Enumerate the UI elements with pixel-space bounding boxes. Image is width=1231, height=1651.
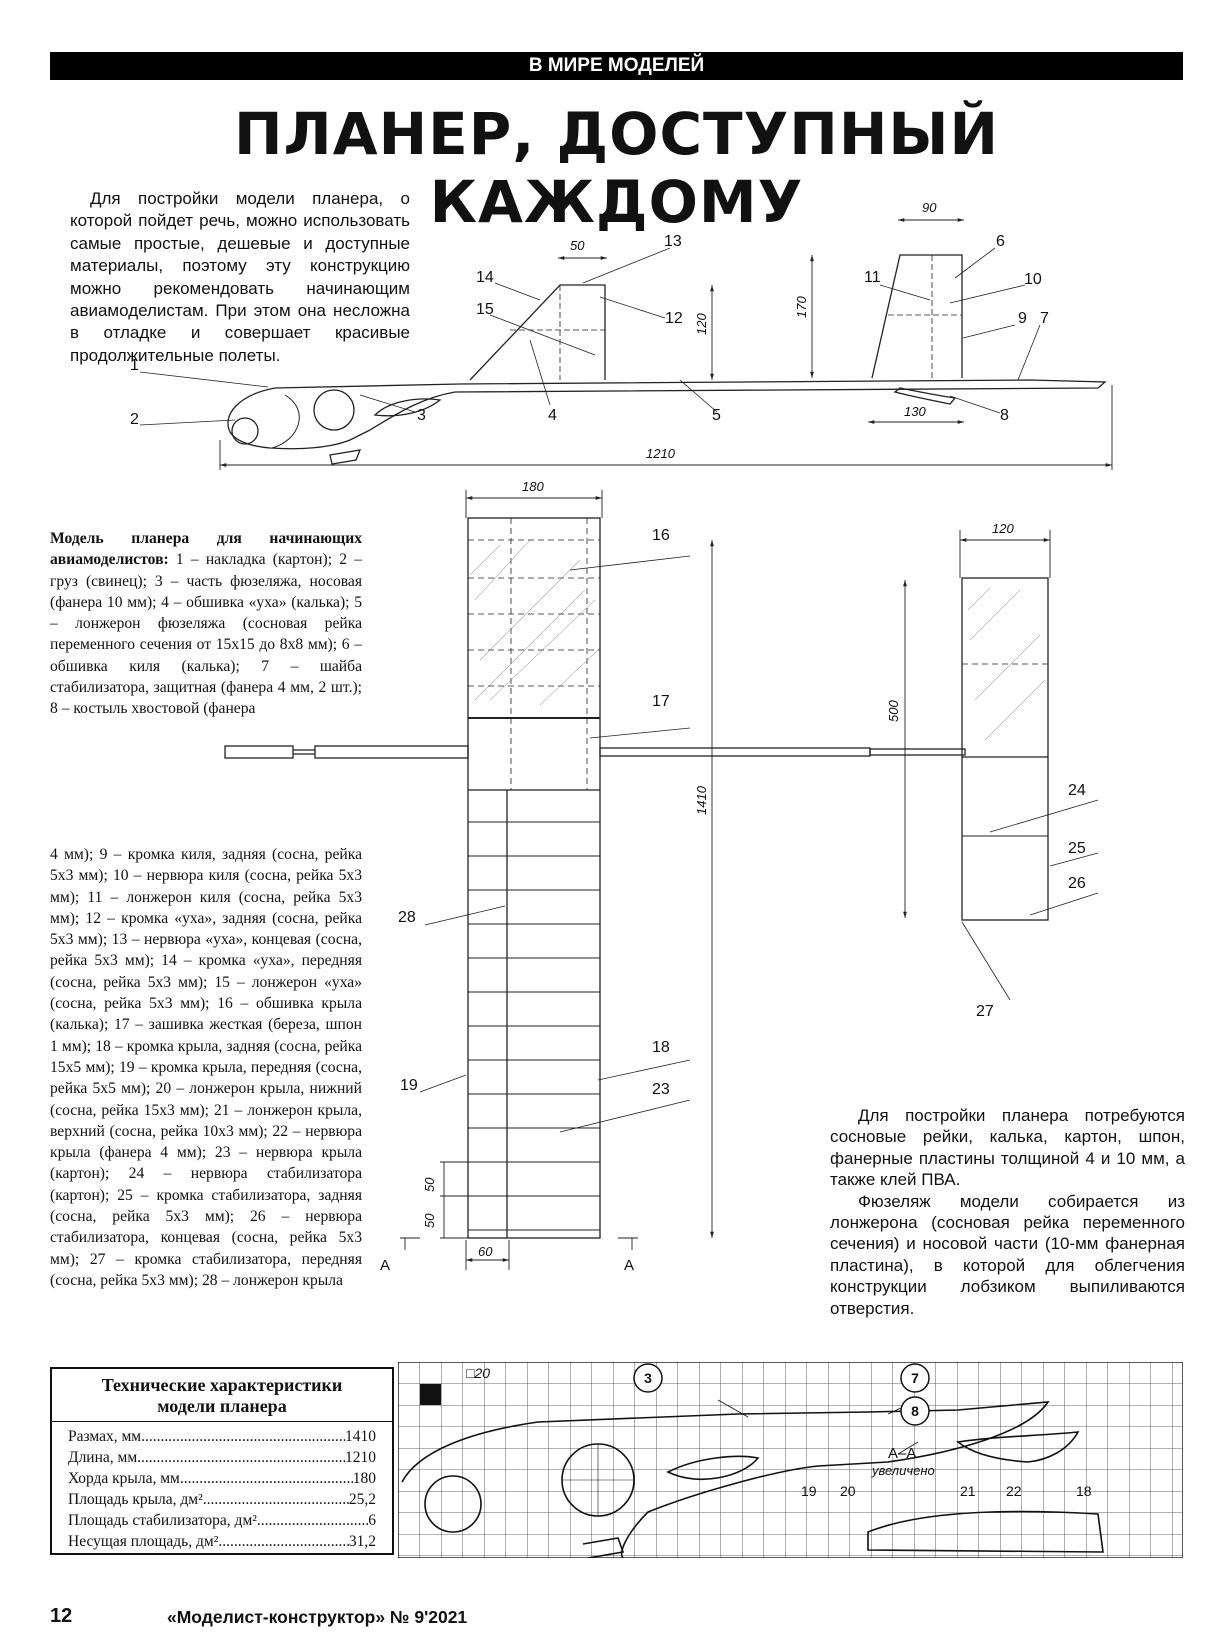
label-18: 18 xyxy=(652,1039,670,1056)
label-23: 23 xyxy=(652,1081,670,1098)
intro-paragraph: Для постройки модели планера, о которой … xyxy=(70,189,410,365)
template-label-8: 8 xyxy=(911,1403,919,1419)
dim-stab-chord: 120 xyxy=(992,521,1014,536)
label-26: 26 xyxy=(1068,875,1086,892)
specs-title: Технические характеристики модели планер… xyxy=(52,1369,392,1422)
spec-row-span: Размах, мм 1410 xyxy=(52,1426,392,1447)
specs-title-line1: Технические характеристики xyxy=(101,1375,343,1395)
page-number: 12 xyxy=(50,1605,73,1627)
label-16: 16 xyxy=(652,527,670,544)
wing-ribs xyxy=(468,821,600,1231)
label-10: 10 xyxy=(1024,271,1042,288)
caption-title: Модель планера для начинающих авиамодели… xyxy=(50,530,362,569)
label-11: 11 xyxy=(864,269,881,286)
circled-labels xyxy=(633,1363,930,1426)
label-13: 13 xyxy=(664,233,682,250)
dim-span: 1410 xyxy=(694,785,709,815)
section-note: увеличено xyxy=(871,1463,935,1478)
fuselage-top-view xyxy=(224,745,966,759)
section-label-22: 22 xyxy=(1006,1483,1022,1499)
dim-ear-width: 50 xyxy=(570,238,585,253)
label-25: 25 xyxy=(1068,840,1086,857)
specs-title-line2: модели планера xyxy=(157,1396,287,1416)
figure-caption-continued: 4 мм); 9 – кромка киля, задняя (сосна, р… xyxy=(50,846,362,1289)
label-4: 4 xyxy=(548,407,557,424)
spec-row-wing-area: Площадь крыла, дм² 25,2 xyxy=(52,1489,392,1510)
label-17: 17 xyxy=(652,693,670,710)
wing-plan xyxy=(467,517,601,1239)
section-label-20: 20 xyxy=(840,1483,856,1499)
grid-scale-square xyxy=(420,1384,441,1405)
dim-fin-height: 170 xyxy=(794,296,809,318)
magazine-name: «Моделист-конструктор» № 9'2021 xyxy=(167,1607,468,1627)
label-19: 19 xyxy=(400,1077,418,1094)
dim-ear-height: 120 xyxy=(694,313,709,335)
grid-scale-note: □20 xyxy=(466,1365,490,1381)
section-label-19: 19 xyxy=(801,1483,817,1499)
dim-wing-chord: 180 xyxy=(522,479,544,494)
label-1: 1 xyxy=(130,357,139,374)
dim-rib-step-1: 50 xyxy=(422,1177,437,1192)
body-paragraph-1: Для постройки планера потребуются соснов… xyxy=(830,1106,1185,1190)
label-15: 15 xyxy=(476,301,494,318)
side-view-ear xyxy=(469,284,606,381)
spec-row-chord: Хорда крыла, мм 180 xyxy=(52,1468,392,1489)
dim-fin-base: 130 xyxy=(904,404,926,419)
label-27: 27 xyxy=(976,1003,994,1020)
spec-row-stab-area: Площадь стабилизатора, дм² 6 xyxy=(52,1510,392,1531)
template-label-7: 7 xyxy=(911,1370,919,1386)
figure-caption: Модель планера для начинающих авиамодели… xyxy=(50,528,362,720)
dim-length: 1210 xyxy=(646,446,676,461)
section-label-21: 21 xyxy=(960,1483,976,1499)
label-14: 14 xyxy=(476,269,494,286)
section-label-18: 18 xyxy=(1076,1483,1092,1499)
spec-row-length: Длина, мм 1210 xyxy=(52,1447,392,1468)
label-7: 7 xyxy=(1040,310,1049,327)
spec-row-total-area: Несущая площадь, дм² 31,2 xyxy=(52,1531,392,1552)
label-24: 24 xyxy=(1068,782,1086,799)
label-12: 12 xyxy=(665,310,683,327)
label-8: 8 xyxy=(1000,407,1009,424)
tech-specs-box: Технические характеристики модели планер… xyxy=(50,1367,394,1555)
section-header-bar: В МИРЕ МОДЕЛЕЙ xyxy=(50,52,1183,80)
dim-rib-step-2: 50 xyxy=(422,1213,437,1228)
dim-stab-half-span: 500 xyxy=(886,700,901,722)
template-label-3: 3 xyxy=(644,1370,652,1386)
template-grid-drawing: 3 7 8 □20 А–А увеличено 19 20 21 22 18 xyxy=(398,1362,1183,1558)
dim-fin-width: 90 xyxy=(922,200,937,215)
label-6: 6 xyxy=(996,233,1005,250)
dim-spar-offset: 60 xyxy=(478,1244,493,1259)
article-title: ПЛАНЕР, ДОСТУПНЫЙ КАЖДОМУ xyxy=(233,100,1000,236)
label-5: 5 xyxy=(712,407,721,424)
glider-drawing: 1 2 3 4 5 6 7 8 9 10 11 12 13 14 15 16 1… xyxy=(130,200,1113,1274)
section-title: А–А xyxy=(888,1445,916,1462)
caption-text-part1: 1 – накладка (картон); 2 – груз (свинец)… xyxy=(50,551,362,718)
label-9: 9 xyxy=(1018,310,1027,327)
stabilizer-plan xyxy=(961,577,1049,921)
section-mark-right: А xyxy=(624,1257,634,1274)
label-3: 3 xyxy=(417,407,426,424)
label-2: 2 xyxy=(130,411,139,428)
body-text: Для постройки планера потребуются соснов… xyxy=(830,1105,1185,1319)
label-28: 28 xyxy=(398,909,416,926)
side-view-fin xyxy=(871,254,963,405)
section-mark-left: А xyxy=(380,1257,390,1274)
body-paragraph-2: Фюзеляж модели собирается из лонжерона (… xyxy=(830,1191,1185,1318)
